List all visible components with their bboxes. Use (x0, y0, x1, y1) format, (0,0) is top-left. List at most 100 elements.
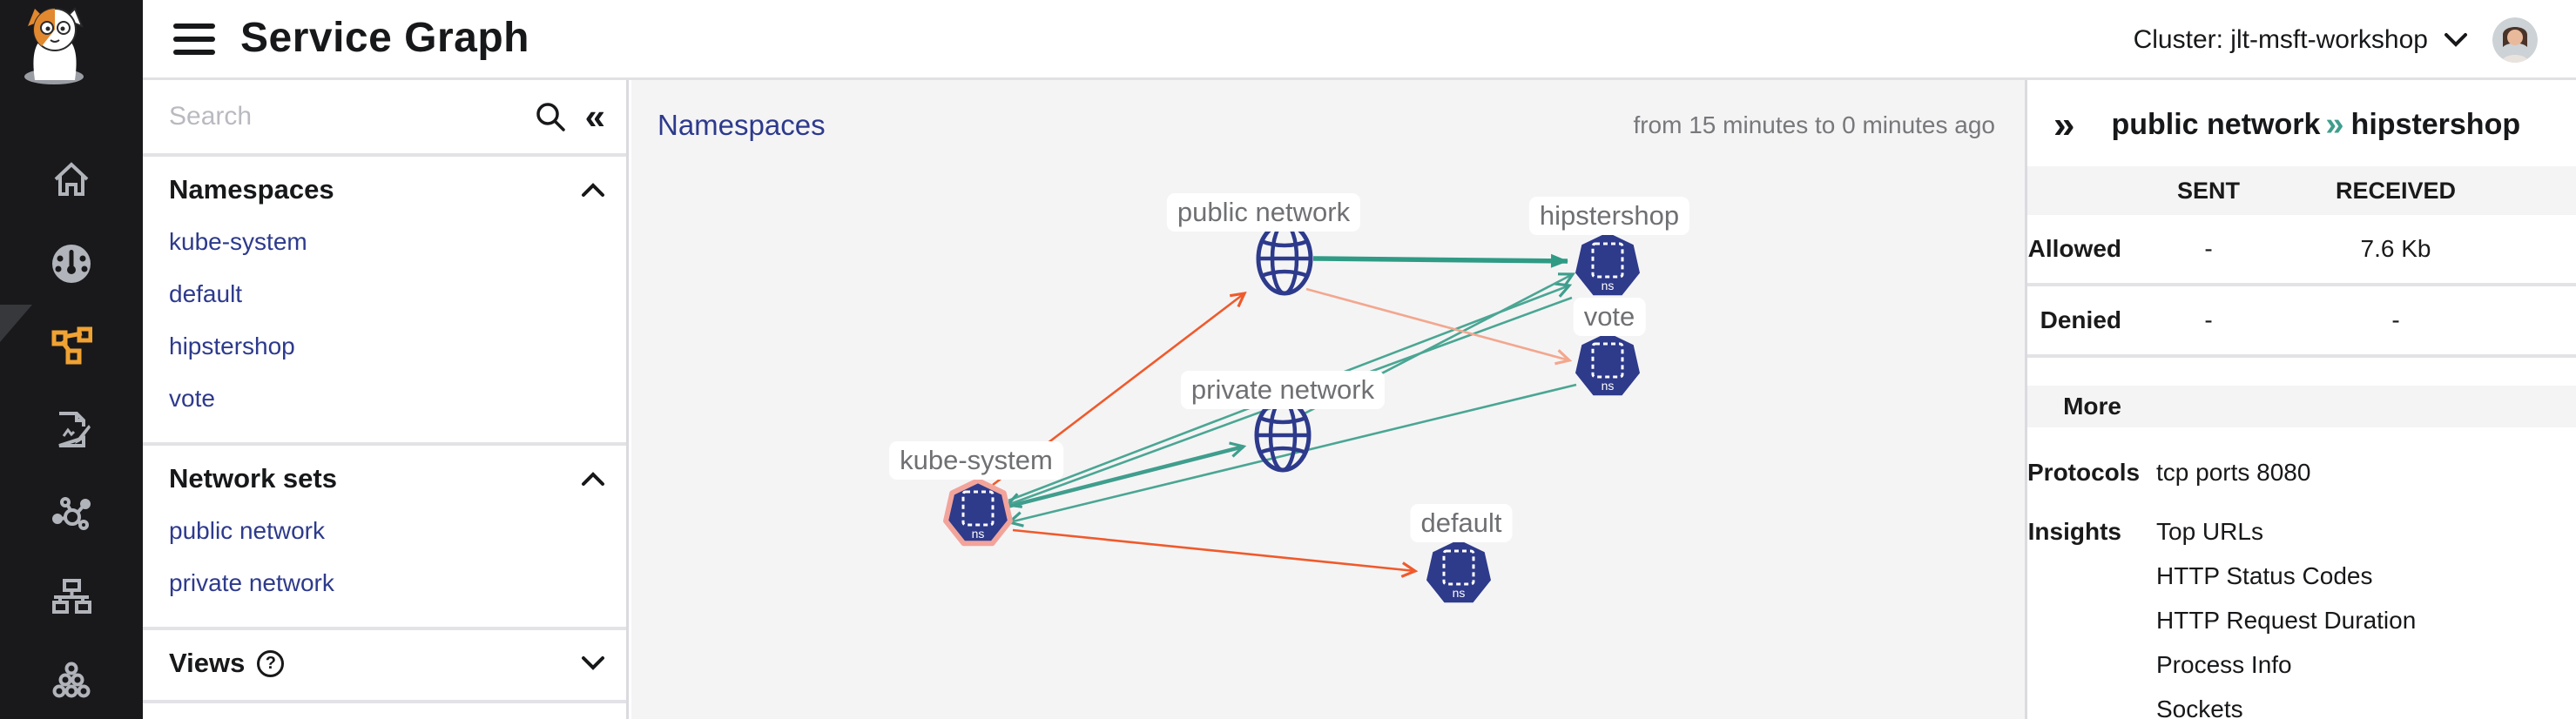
policies-icon[interactable] (50, 408, 93, 452)
traffic-table-header: SENT RECEIVED (2027, 166, 2576, 215)
insight-process-info[interactable]: Process Info (2156, 651, 2292, 678)
graph-node-hipstershop[interactable]: ns (1573, 231, 1642, 300)
breadcrumb-target: hipstershop (2350, 108, 2521, 141)
dashboard-gauge-icon[interactable] (50, 242, 93, 286)
cluster-label: Cluster: jlt-msft-workshop (2133, 25, 2428, 54)
divider (143, 153, 626, 157)
section-network-sets-header[interactable]: Network sets (169, 463, 605, 494)
search-icon[interactable] (535, 101, 566, 132)
networkset-item-private-network[interactable]: private network (169, 569, 334, 596)
insights-row: Insights Top URLs HTTP Status Codes HTTP… (2027, 518, 2576, 719)
nav-rail (0, 0, 143, 719)
edge-detail-panel: » public network » hipstershop SENT RECE… (2025, 80, 2576, 719)
graph-node-label[interactable]: vote (1573, 298, 1646, 336)
section-title: Network sets (169, 463, 337, 494)
namespace-heptagon-icon: ns (943, 478, 1013, 547)
divider (2027, 283, 2576, 286)
graph-node-label[interactable]: hipstershop (1528, 197, 1690, 235)
clusters-icon[interactable] (50, 660, 93, 703)
svg-text:ns: ns (972, 527, 985, 541)
section-views: Views ? (143, 630, 626, 700)
namespace-heptagon-icon: ns (1575, 232, 1640, 296)
column-received: RECEIVED (2335, 177, 2457, 204)
section-views-header[interactable]: Views ? (169, 648, 605, 679)
section-title: Views (169, 648, 246, 678)
namespace-item-hipstershop[interactable]: hipstershop (169, 333, 295, 360)
allowed-received-value: 7.6 Kb (2360, 235, 2431, 262)
section-layers: Layers ? (143, 703, 626, 719)
insight-top-urls[interactable]: Top URLs (2156, 518, 2263, 545)
graph-node-kube-system[interactable]: ns (941, 477, 1015, 550)
insight-http-status-codes[interactable]: HTTP Status Codes (2156, 562, 2373, 589)
top-header: Service Graph Cluster: jlt-msft-workshop (143, 0, 2576, 80)
row-label: Denied (2040, 306, 2121, 333)
hamburger-menu-icon[interactable] (173, 24, 215, 55)
namespace-item-vote[interactable]: vote (169, 385, 215, 412)
divider (143, 442, 626, 446)
namespace-item-default[interactable]: default (169, 280, 243, 307)
expand-panel-icon[interactable]: » (2053, 103, 2075, 146)
breadcrumb-separator-icon: » (2325, 106, 2344, 143)
allowed-sent-value: - (2204, 235, 2213, 262)
namespace-heptagon-icon: ns (1426, 540, 1491, 603)
chevron-down-icon (2445, 33, 2467, 47)
insight-http-request-duration[interactable]: HTTP Request Duration (2156, 607, 2417, 634)
table-row-allowed: Allowed - 7.6 Kb (2027, 215, 2576, 283)
namespace-heptagon-icon: ns (1575, 333, 1640, 396)
row-label: Allowed (2027, 235, 2121, 262)
cluster-selector[interactable]: Cluster: jlt-msft-workshop (2134, 25, 2468, 55)
protocols-label: Protocols (2027, 459, 2141, 486)
home-icon[interactable] (50, 158, 93, 201)
more-section-header: More (2027, 386, 2576, 427)
user-avatar[interactable] (2492, 17, 2538, 63)
graph-node-public-network[interactable] (1255, 220, 1314, 297)
help-icon[interactable]: ? (257, 649, 285, 677)
divider (2027, 354, 2576, 358)
more-label: More (2063, 393, 2121, 420)
globe-icon (1256, 221, 1313, 296)
section-namespaces-header[interactable]: Namespaces (169, 174, 605, 205)
network-sitemap-icon[interactable] (50, 576, 93, 620)
breadcrumb-source: public network (2111, 108, 2321, 141)
chevron-up-icon[interactable] (581, 182, 605, 198)
graph-node-label[interactable]: kube-system (889, 441, 1063, 480)
graph-canvas[interactable]: Namespaces from 15 minutes to 0 minutes … (631, 80, 2025, 719)
protocols-row: Protocols tcp ports 8080 (2027, 459, 2576, 487)
denied-sent-value: - (2204, 306, 2213, 333)
collapse-panel-icon[interactable]: « (584, 96, 605, 137)
svg-text:ns: ns (1602, 379, 1615, 393)
section-network-sets: Network sets public network private netw… (143, 446, 626, 627)
divider (143, 700, 626, 703)
chevron-up-icon[interactable] (581, 471, 605, 487)
denied-received-value: - (2391, 306, 2400, 333)
svg-text:ns: ns (1602, 279, 1615, 292)
page-title: Service Graph (240, 15, 529, 61)
filter-panel: « Namespaces kube-system default hipster… (143, 80, 629, 719)
column-sent: SENT (2176, 177, 2240, 204)
graph-node-vote[interactable]: ns (1573, 331, 1642, 400)
protocols-value: tcp ports 8080 (2156, 459, 2311, 486)
graph-node-label[interactable]: default (1410, 504, 1513, 542)
threat-molecule-icon[interactable] (50, 493, 93, 536)
insights-label: Insights (2027, 518, 2121, 545)
section-title: Namespaces (169, 174, 334, 205)
graph-node-default[interactable]: ns (1424, 538, 1494, 608)
search-bar: « (143, 80, 626, 153)
divider (143, 627, 626, 630)
time-range-label: from 15 minutes to 0 minutes ago (1633, 111, 1995, 138)
active-nav-wedge (0, 305, 32, 342)
service-graph-icon[interactable] (50, 325, 93, 368)
canvas-view-title: Namespaces (657, 109, 826, 141)
table-row-denied: Denied - - (2027, 286, 2576, 354)
insight-sockets[interactable]: Sockets (2156, 695, 2243, 719)
section-namespaces: Namespaces kube-system default hipstersh… (143, 157, 626, 442)
graph-node-label[interactable]: private network (1180, 371, 1386, 409)
search-input[interactable] (169, 102, 535, 131)
graph-node-label[interactable]: public network (1166, 193, 1361, 232)
networkset-item-public-network[interactable]: public network (169, 517, 325, 544)
namespace-item-kube-system[interactable]: kube-system (169, 228, 307, 255)
chevron-down-icon[interactable] (581, 655, 605, 671)
breadcrumb: » public network » hipstershop (2027, 80, 2576, 166)
calico-cat-logo-icon (24, 7, 84, 84)
